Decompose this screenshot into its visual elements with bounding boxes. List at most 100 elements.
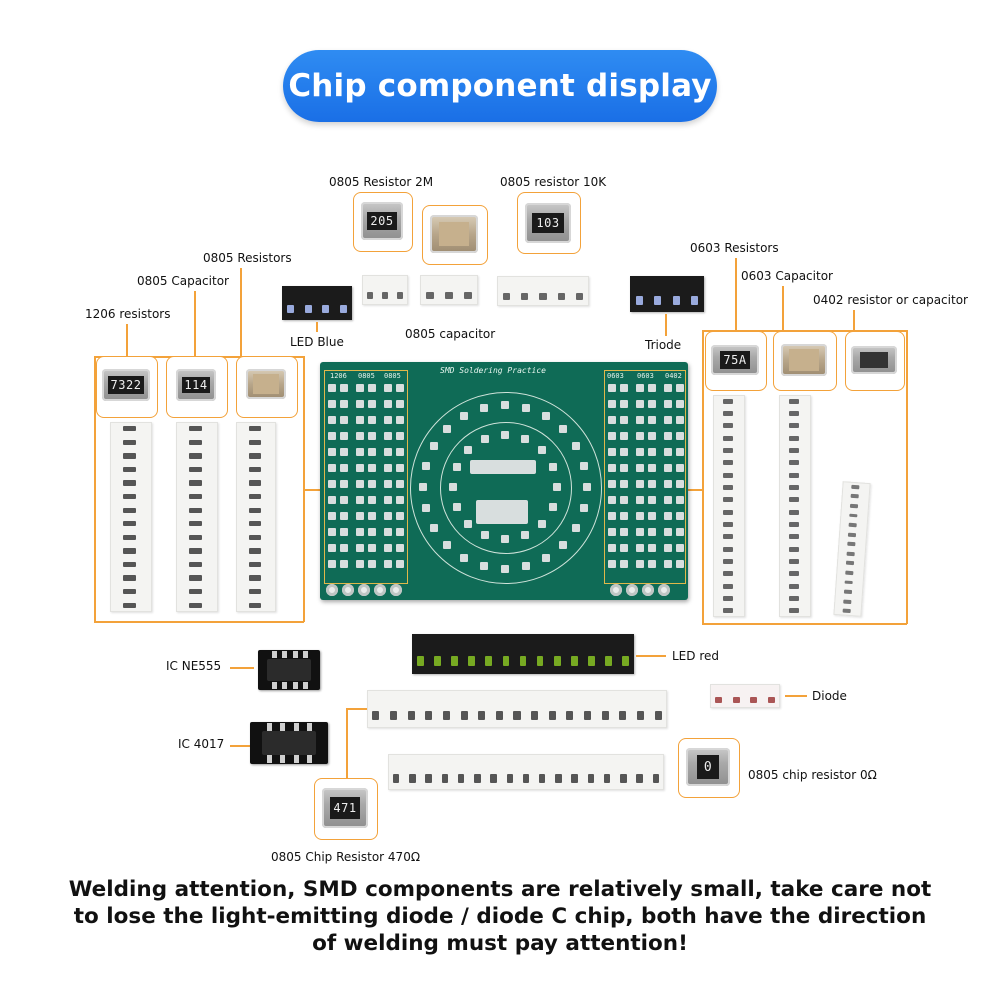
tape-pocket	[123, 493, 137, 500]
pcb-pad	[620, 400, 628, 408]
pcb-hole	[658, 584, 670, 596]
left-frame-link	[303, 489, 320, 491]
tape-pocket	[123, 426, 137, 432]
pcb-pad	[421, 461, 430, 470]
pcb-pad	[384, 384, 392, 392]
pcb-pad	[384, 464, 392, 472]
tape-pocket	[531, 710, 539, 721]
pcb-pad	[620, 384, 628, 392]
tape-pocket	[849, 503, 859, 509]
tape-pocket	[442, 710, 450, 721]
tape-led-blue	[282, 286, 352, 320]
pcb-pad	[460, 411, 468, 420]
pcb-pad	[676, 384, 684, 392]
pcb-pad	[384, 416, 392, 424]
pcb-hole	[342, 584, 354, 596]
tape-pocket	[189, 534, 203, 541]
label-0805-chip-resistor-0: 0805 chip resistor 0Ω	[748, 768, 877, 782]
tape-pocket	[843, 599, 852, 604]
tape-pocket	[189, 439, 203, 446]
pcb-pad	[449, 483, 457, 491]
pcb-pad	[396, 400, 404, 408]
tape-pocket	[417, 656, 424, 666]
label-0805-resistors: 0805 Resistors	[203, 251, 292, 265]
chip-0805-470: 471	[322, 788, 368, 828]
tape-0805-cap	[420, 275, 478, 305]
pcb-pad	[368, 464, 376, 472]
tape-pocket	[789, 509, 799, 515]
label-0805-capacitor: 0805 Capacitor	[137, 274, 229, 288]
pcb-pad	[676, 416, 684, 424]
pcb-col-0603a: 0603	[607, 372, 624, 380]
pcb-ic-pad-upper	[470, 460, 536, 474]
tape-pocket	[848, 522, 858, 528]
tape-pocket	[723, 497, 733, 503]
pcb-pad	[340, 560, 348, 568]
tape-pocket	[789, 559, 799, 564]
pcb-pad	[608, 544, 616, 552]
line-470-vert	[346, 708, 348, 778]
left-frame-left	[94, 356, 96, 622]
pcb-left-box	[324, 370, 408, 584]
label-0402: 0402 resistor or capacitor	[813, 293, 968, 307]
tape-pocket	[304, 304, 312, 314]
tape-pocket	[789, 522, 799, 527]
tape-pocket	[622, 656, 629, 666]
tape-pocket	[123, 602, 137, 608]
pcb-pad	[464, 519, 473, 528]
pcb-pad	[340, 528, 348, 536]
tape-pocket	[723, 583, 733, 589]
pcb-pad	[481, 531, 490, 540]
pcb-pad	[620, 416, 628, 424]
tape-pocket	[723, 411, 733, 416]
pcb-pad	[384, 480, 392, 488]
pcb-hole	[326, 584, 338, 596]
pcb-pad	[520, 531, 529, 540]
pcb-pad	[558, 540, 567, 549]
tape-pocket	[425, 773, 432, 783]
pcb-hole	[642, 584, 654, 596]
tape-0805-0ohm	[367, 690, 667, 728]
title-banner: Chip component display	[283, 50, 717, 122]
tape-pocket	[248, 602, 261, 608]
tape-pocket	[513, 710, 521, 721]
chip-face-0603	[789, 349, 819, 371]
tape-pocket	[248, 466, 261, 473]
pcb-pad	[608, 416, 616, 424]
pcb-pad	[620, 432, 628, 440]
tape-pocket	[322, 304, 330, 314]
pcb-col-0402: 0402	[665, 372, 682, 380]
pcb-pad	[537, 519, 546, 528]
tape-pocket	[397, 291, 404, 299]
pcb-col-0805a: 0805	[358, 372, 375, 380]
pcb-pad	[340, 464, 348, 472]
pcb-pad	[664, 560, 672, 568]
ic-pin	[292, 651, 298, 659]
tape-pocket	[672, 295, 680, 305]
tape-pocket	[457, 773, 465, 783]
pcb-pad	[328, 416, 336, 424]
pcb-pad	[553, 483, 561, 491]
ic-pin	[303, 651, 309, 659]
pcb-pad	[620, 496, 628, 504]
pcb-pad	[384, 560, 392, 568]
pcb-pad	[664, 544, 672, 552]
pcb-pad	[464, 446, 473, 455]
tape-pocket	[425, 710, 433, 721]
pcb-pad	[549, 502, 558, 511]
pcb-pad	[328, 448, 336, 456]
pcb-pad	[396, 384, 404, 392]
pcb-pad	[384, 528, 392, 536]
tape-pocket	[723, 571, 733, 577]
pcb-pad	[608, 496, 616, 504]
pcb-pad	[396, 432, 404, 440]
pcb-pad	[636, 400, 644, 408]
pcb-pad	[608, 432, 616, 440]
tape-pocket	[248, 561, 261, 568]
label-diode: Diode	[812, 689, 847, 703]
pcb-pad	[608, 560, 616, 568]
tape-pocket	[381, 291, 389, 299]
tape-pocket	[571, 773, 578, 783]
tape-pocket	[123, 507, 137, 513]
pcb-pad	[537, 446, 546, 455]
